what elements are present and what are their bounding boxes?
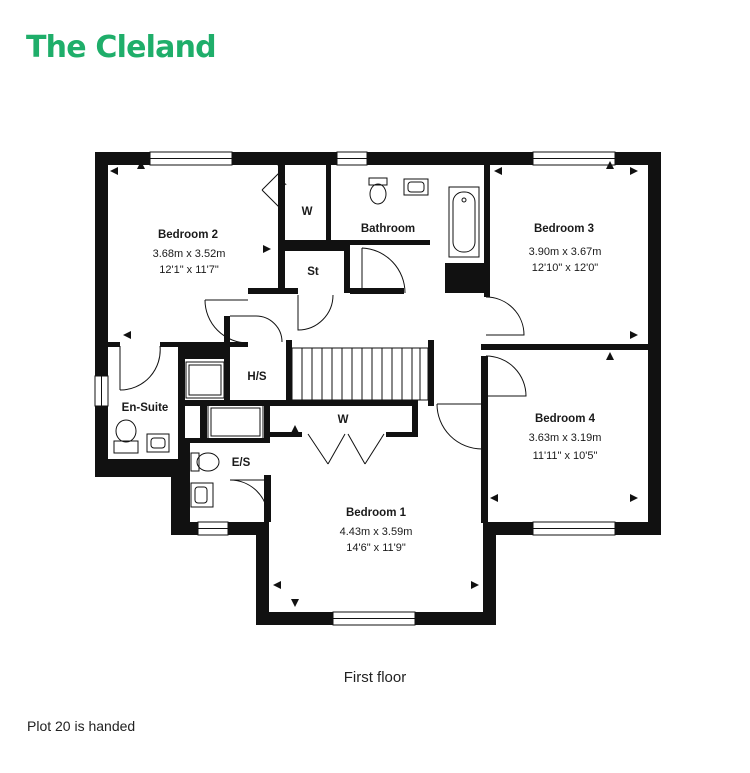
internal-walls	[108, 165, 648, 523]
room-label-wardrobe-bedroom1: W	[338, 414, 349, 426]
room-label-bedroom4: Bedroom 4	[535, 413, 596, 425]
room-label-bedroom3: Bedroom 3	[534, 223, 594, 235]
stairs	[291, 347, 429, 401]
doors	[119, 164, 527, 519]
shower-tray	[185, 361, 225, 399]
room-label-bedroom1: Bedroom 1	[346, 507, 407, 519]
shower-tray-es	[207, 404, 264, 440]
bath-fixture	[448, 186, 480, 258]
toilet-icon	[368, 177, 388, 205]
plot-note: Plot 20 is handed	[27, 718, 136, 734]
windows	[94, 151, 616, 626]
basin-icon-es	[190, 482, 214, 508]
room-label-bedroom2: Bedroom 2	[158, 229, 218, 241]
toilet-icon-es	[190, 452, 220, 472]
room-metric-bedroom1: 4.43m x 3.59m	[340, 526, 413, 538]
room-metric-bedroom2: 3.68m x 3.52m	[153, 248, 226, 260]
outer-walls	[95, 152, 661, 625]
room-label-ensuite: En-Suite	[122, 402, 169, 414]
room-metric-bedroom3: 3.90m x 3.67m	[529, 246, 602, 258]
dimension-markers	[110, 161, 638, 607]
room-label-bathroom: Bathroom	[361, 223, 415, 235]
room-label-es: E/S	[232, 457, 251, 469]
plan-title: The Cleland	[26, 30, 217, 65]
basin-icon	[403, 178, 429, 196]
floor-label: First floor	[343, 669, 407, 686]
room-label-hotpress: H/S	[247, 371, 267, 383]
room-metric-bedroom4: 3.63m x 3.19m	[529, 432, 602, 444]
room-label-wardrobe-bedroom2: W	[302, 206, 313, 218]
toilet-icon-ensuite	[113, 419, 139, 454]
basin-icon-ensuite	[146, 433, 170, 453]
room-label-store: St	[307, 266, 319, 278]
room-imperial-bedroom2: 12'1" x 11'7"	[159, 264, 219, 276]
room-imperial-bedroom3: 12'10" x 12'0"	[532, 262, 599, 274]
room-imperial-bedroom4: 11'11" x 10'5"	[533, 450, 598, 462]
room-imperial-bedroom1: 14'6" x 11'9"	[346, 542, 406, 554]
